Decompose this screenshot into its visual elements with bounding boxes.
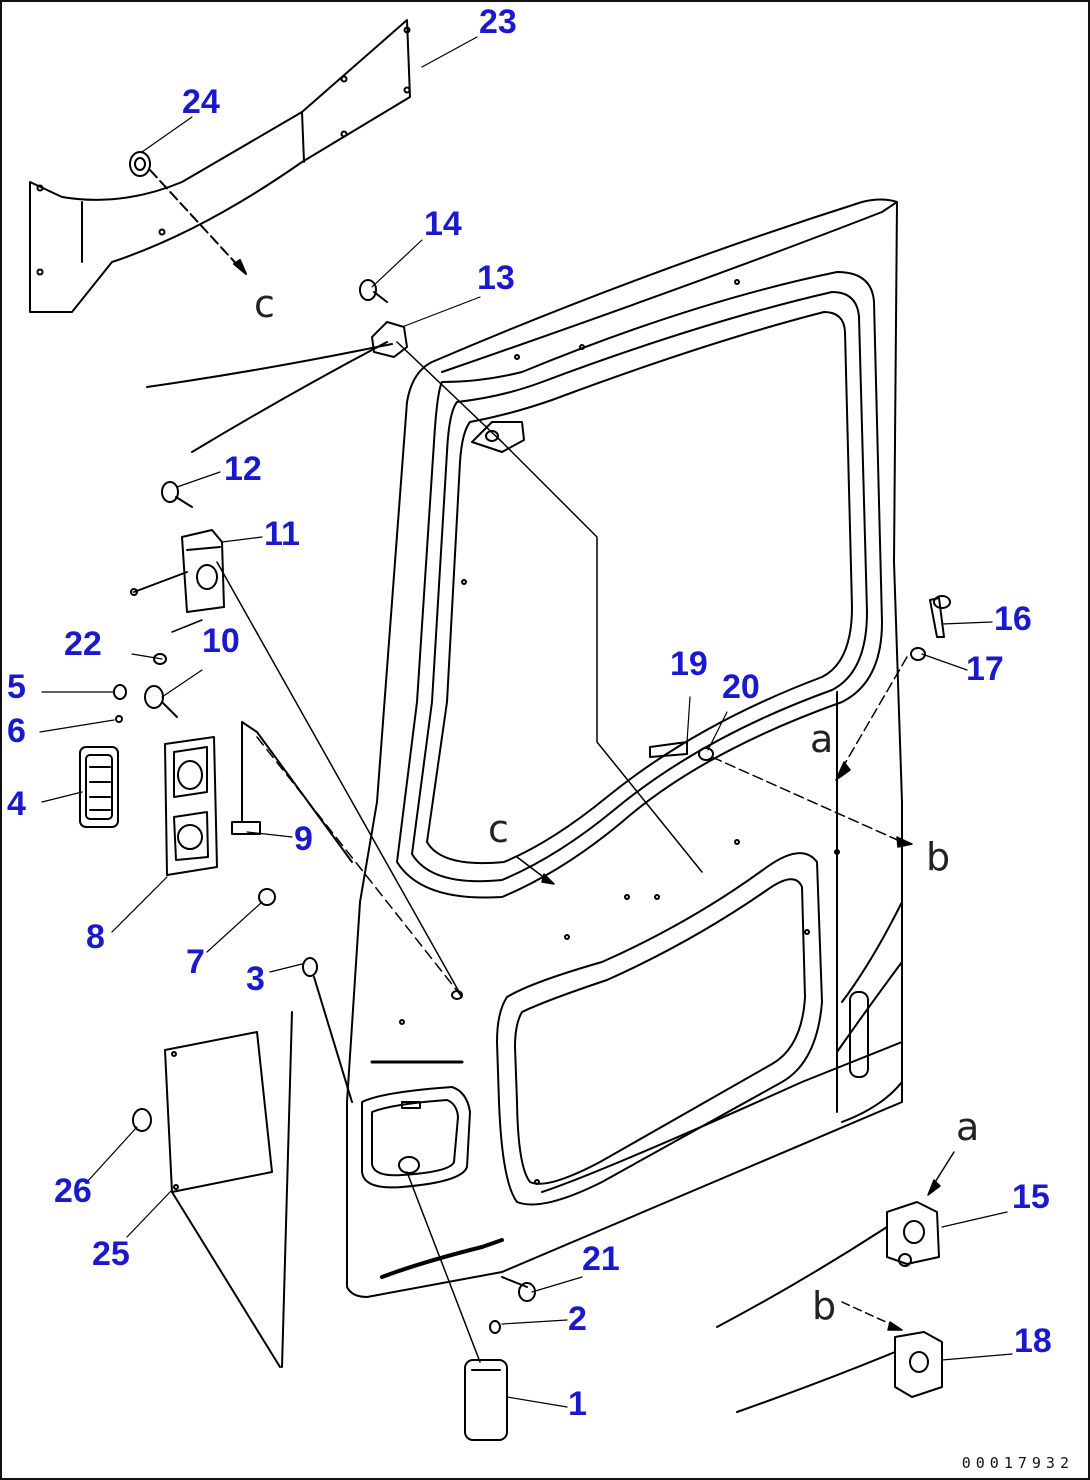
callout-15: 15 — [1012, 1178, 1050, 1216]
reference-a-bottom: a — [956, 1105, 980, 1149]
callout-25: 25 — [92, 1235, 130, 1273]
callout-13: 13 — [477, 259, 515, 297]
reference-b-right: b — [926, 835, 951, 879]
callout-10: 10 — [202, 622, 240, 660]
reference-b-bottom: b — [812, 1284, 837, 1328]
callout-7: 7 — [186, 943, 205, 981]
striker-15 — [716, 1201, 940, 1328]
striker-18 — [736, 1331, 943, 1413]
reference-c-middle: c — [488, 807, 509, 851]
bracket-8 — [164, 721, 353, 906]
cover-25 — [132, 1011, 293, 1368]
callout-6: 6 — [7, 712, 26, 750]
callout-16: 16 — [994, 600, 1032, 638]
callout-17: 17 — [966, 650, 1004, 688]
callout-19: 19 — [670, 645, 708, 683]
callout-24: 24 — [182, 83, 220, 121]
cable-13 — [146, 279, 503, 453]
callout-26: 26 — [54, 1172, 92, 1210]
callout-23: 23 — [479, 3, 517, 41]
callout-12: 12 — [224, 450, 262, 488]
callout-3: 3 — [246, 960, 265, 998]
drawing-number: 00017932 — [961, 1454, 1074, 1472]
reference-c-top: c — [254, 282, 275, 326]
bolt-3 — [302, 957, 353, 1103]
callout-11: 11 — [264, 515, 300, 553]
inner-handle-4 — [79, 746, 119, 828]
callout-leaders — [39, 36, 1013, 1408]
callout-21: 21 — [582, 1240, 620, 1278]
outer-handle-1 — [406, 1171, 536, 1441]
reference-a-top: a — [810, 717, 834, 761]
reference-arrows — [256, 436, 955, 1331]
callout-4: 4 — [7, 785, 26, 823]
small-fasteners — [113, 653, 178, 723]
callout-18: 18 — [1014, 1322, 1052, 1360]
bolt-24 — [129, 151, 247, 275]
callout-22: 22 — [64, 625, 102, 663]
callout-14: 14 — [424, 205, 462, 243]
cab-door-panel — [346, 198, 903, 1298]
callout-20: 20 — [722, 668, 760, 706]
callout-8: 8 — [86, 918, 105, 956]
lock-assembly-11 — [130, 481, 463, 998]
callout-9: 9 — [294, 820, 313, 858]
bolts-16-20 — [649, 595, 951, 761]
callout-5: 5 — [7, 668, 26, 706]
callout-1: 1 — [568, 1385, 587, 1423]
cover-plate-23 — [29, 19, 411, 313]
callout-2: 2 — [568, 1300, 587, 1338]
